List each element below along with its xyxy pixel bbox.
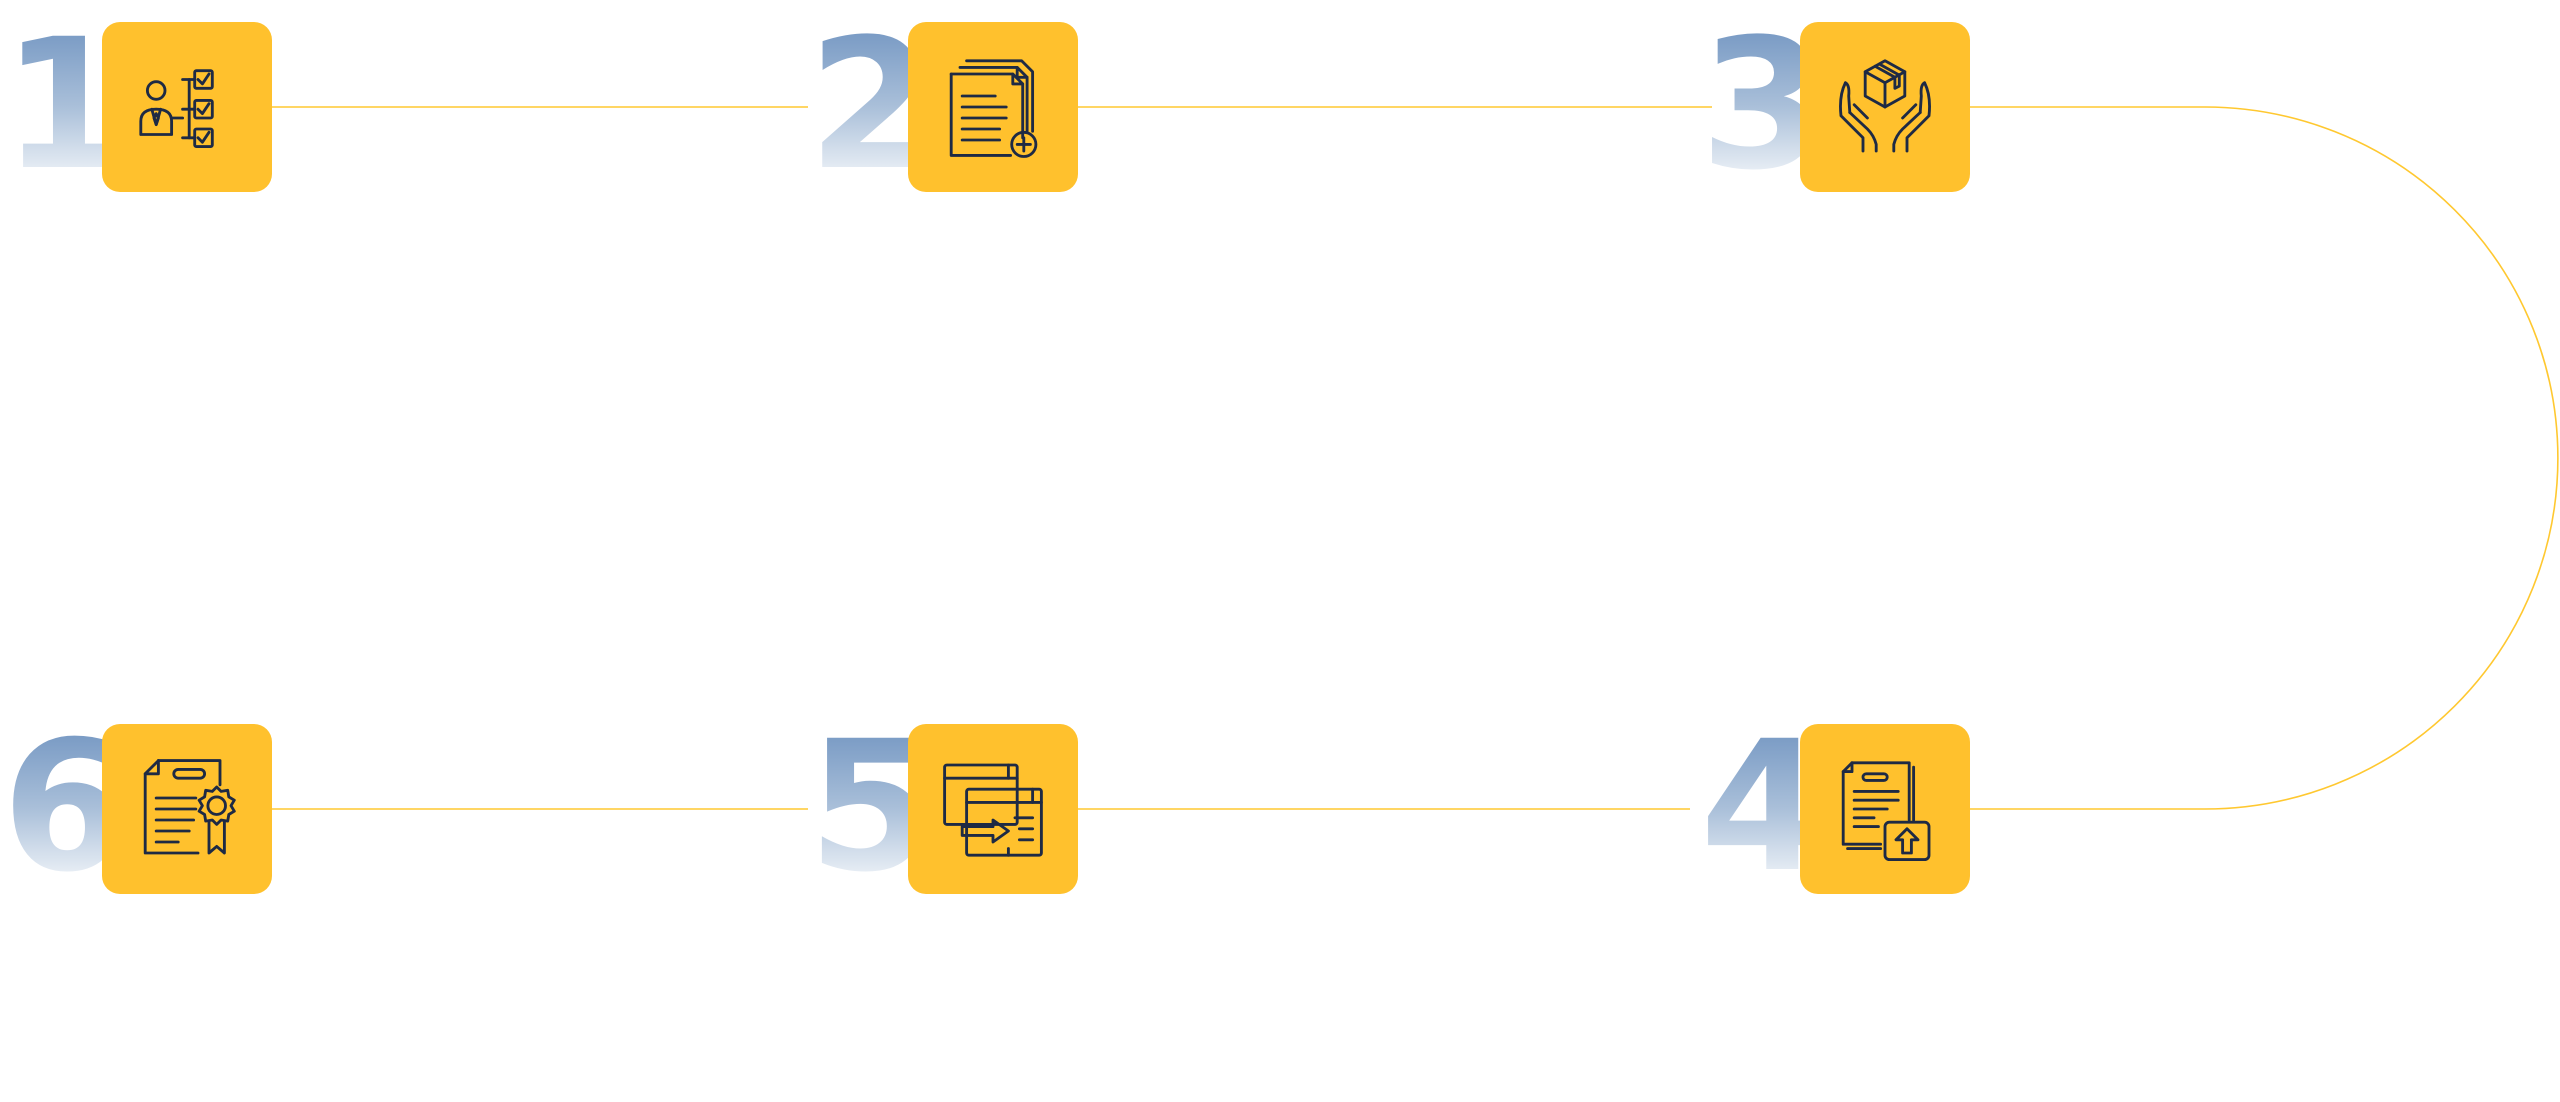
step-tile — [102, 724, 272, 894]
step-tile — [1800, 724, 1970, 894]
step-tile — [102, 22, 272, 192]
employee-checklist-icon — [139, 69, 214, 149]
step-3: 3 — [1700, 16, 1980, 196]
step-5: 5 — [808, 718, 1088, 898]
add-documents-icon — [949, 59, 1038, 158]
step-1: 1 — [2, 16, 282, 196]
step-2: 2 — [808, 16, 1088, 196]
document-upload-icon — [1841, 761, 1931, 862]
certificate-document-icon — [143, 759, 236, 855]
step-tile — [908, 724, 1078, 894]
connector-3-4-curve — [1968, 106, 2559, 810]
step-tile — [908, 22, 1078, 192]
hands-holding-package-icon — [1839, 59, 1931, 153]
step-6: 6 — [2, 718, 282, 898]
windows-transfer-icon — [943, 763, 1043, 857]
step-4: 4 — [1700, 718, 1980, 898]
step-tile — [1800, 22, 1970, 192]
